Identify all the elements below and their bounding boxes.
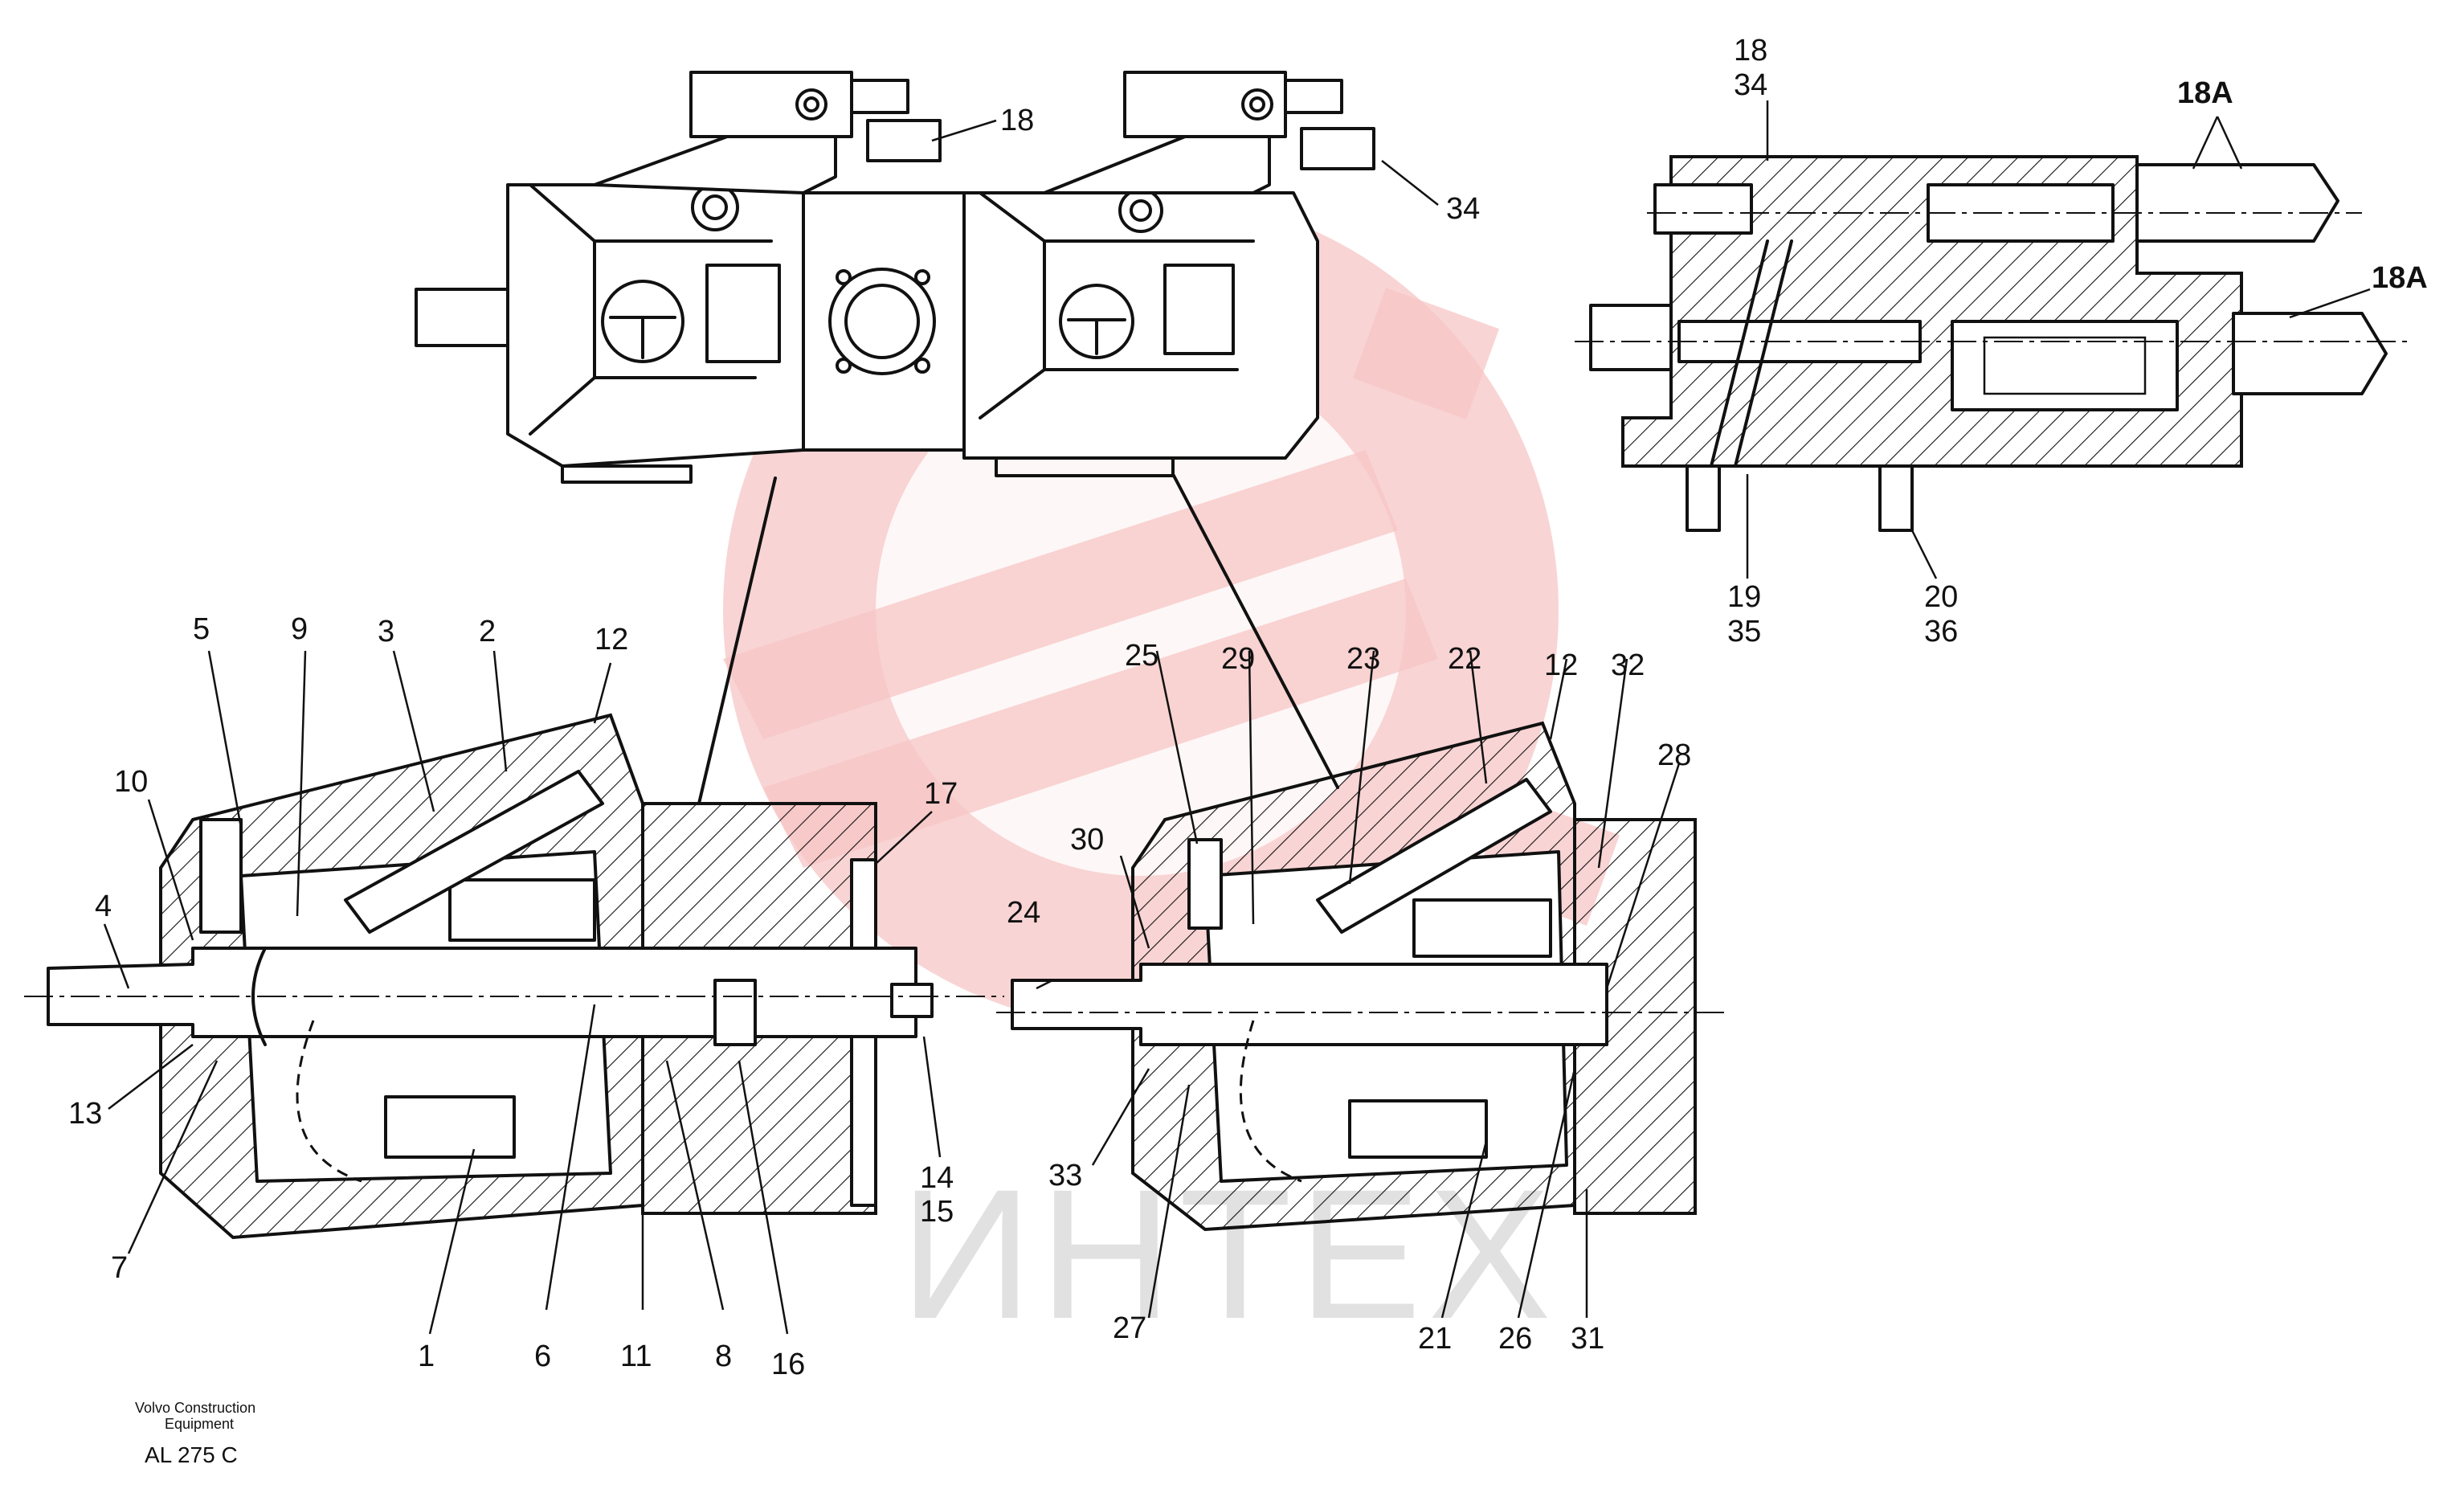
footer-company-line1: Volvo Construction <box>135 1400 255 1416</box>
callout-13: 13 <box>68 1097 102 1131</box>
callout-19: 19 <box>1727 580 1761 614</box>
callout-18a-lower: 18A <box>2372 261 2428 295</box>
callout-29: 29 <box>1221 642 1255 676</box>
callout-32: 32 <box>1611 648 1645 682</box>
callout-labels: 18 34 18 34 18A 18A 19 35 20 36 5 9 3 2 … <box>68 34 2428 1381</box>
footer-code: AL 275 C <box>145 1442 238 1467</box>
callout-27: 27 <box>1113 1311 1146 1345</box>
callout-8: 8 <box>715 1340 732 1373</box>
callout-12-left: 12 <box>595 623 628 657</box>
callout-23: 23 <box>1346 642 1380 676</box>
callout-17: 17 <box>924 777 958 811</box>
callout-4: 4 <box>95 890 112 923</box>
callout-35: 35 <box>1727 615 1761 648</box>
callout-21: 21 <box>1418 1322 1452 1356</box>
callout-30: 30 <box>1070 823 1104 857</box>
callout-9: 9 <box>291 612 308 646</box>
callout-18-top: 18 <box>1000 104 1034 137</box>
callout-15: 15 <box>920 1195 954 1229</box>
callout-10: 10 <box>114 765 148 799</box>
callout-24: 24 <box>1007 896 1040 930</box>
callout-7: 7 <box>111 1251 128 1285</box>
tandem-pump-exterior <box>415 71 1375 484</box>
callout-25: 25 <box>1125 639 1158 673</box>
leader-lines <box>103 100 2371 1335</box>
callout-18a-upper: 18A <box>2177 76 2233 110</box>
callout-6: 6 <box>534 1340 551 1373</box>
callout-14: 14 <box>920 1161 954 1195</box>
callout-33: 33 <box>1048 1159 1082 1192</box>
callout-16: 16 <box>771 1348 805 1381</box>
callout-1: 1 <box>418 1340 435 1373</box>
callout-12-right: 12 <box>1544 648 1578 682</box>
callout-28: 28 <box>1657 738 1691 772</box>
callout-5: 5 <box>193 612 210 646</box>
callout-2: 2 <box>479 615 496 648</box>
footer-company-line2: Equipment <box>165 1416 234 1432</box>
callout-34-valve: 34 <box>1734 68 1767 102</box>
callout-20: 20 <box>1924 580 1958 614</box>
regulator-valve-section <box>1575 155 2410 532</box>
callout-18-valve: 18 <box>1734 34 1767 67</box>
right-pump-section <box>996 721 1727 1232</box>
callout-22: 22 <box>1448 642 1481 676</box>
callout-11: 11 <box>620 1340 652 1373</box>
footer-block: Volvo Construction Equipment AL 275 C <box>135 1400 255 1467</box>
left-pump-section <box>24 713 1004 1240</box>
callout-3: 3 <box>378 615 394 648</box>
callout-26: 26 <box>1498 1322 1532 1356</box>
callout-36: 36 <box>1924 615 1958 648</box>
callout-34-top: 34 <box>1446 192 1480 226</box>
callout-31: 31 <box>1571 1322 1604 1356</box>
